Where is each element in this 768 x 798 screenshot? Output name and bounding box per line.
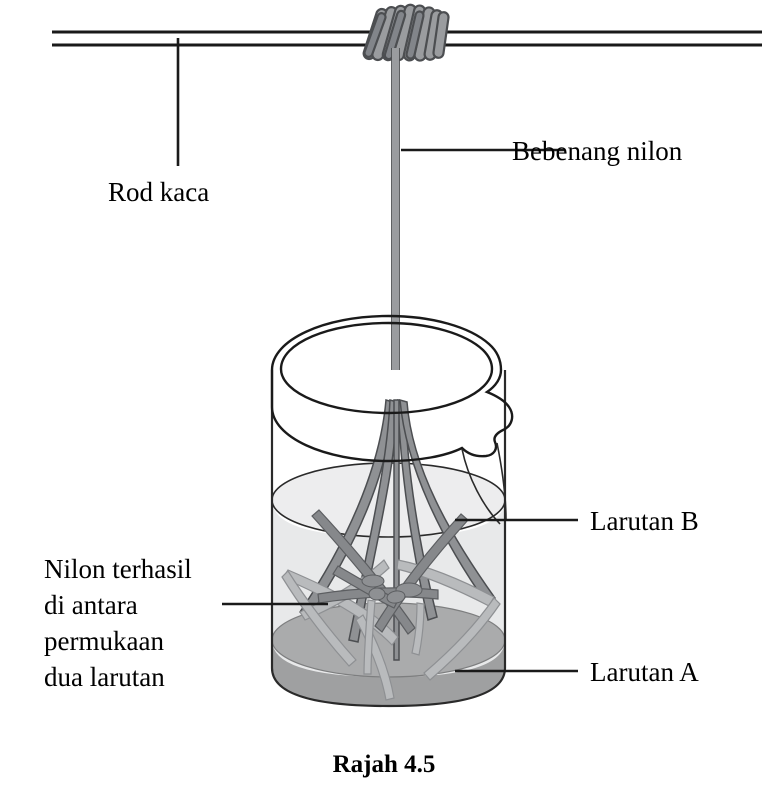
label-larutan-a: Larutan A: [590, 657, 699, 687]
web-strand-1: [282, 569, 399, 646]
spout-edge-right: [496, 442, 507, 521]
label-nilon-terhasil-line-1: Nilon terhasil: [44, 554, 192, 584]
label-nilon-terhasil-line-2: di antara: [44, 590, 138, 620]
label-nilon-terhasil-line-4: dua larutan: [44, 662, 165, 692]
spout-edge-left: [461, 448, 501, 525]
nylon-blob-1: [361, 574, 385, 588]
nylon-blob-3: [386, 590, 406, 604]
thread-body: [392, 48, 399, 400]
beaker-spout: [461, 442, 507, 525]
label-bebenang-nilon: Bebenang nilon: [512, 136, 683, 166]
strand-fan-right-inner: [397, 398, 438, 621]
leader-lines: [176, 38, 578, 673]
beaker: [270, 314, 514, 708]
label-rod-kaca: Rod kaca: [108, 177, 209, 207]
droop-strand-2: [411, 602, 425, 656]
beaker-base: [270, 667, 507, 708]
droop-strand-1: [363, 599, 376, 675]
nylon-blob-4: [368, 587, 386, 601]
figure-caption: Rajah 4.5: [333, 751, 436, 778]
thread-coil-group: [362, 3, 450, 62]
nylon-thread-vertical: [391, 48, 400, 400]
beaker-rim-outer: [270, 314, 514, 463]
nylon-strands-in-liquid: [281, 398, 501, 701]
label-larutan-b: Larutan B: [590, 506, 699, 536]
beaker-rim: [270, 314, 514, 463]
label-nilon-terhasil: Nilon terhasil di antara permukaan dua l…: [44, 554, 192, 692]
web-strand-5: [423, 597, 501, 681]
label-nilon-terhasil-line-3: permukaan: [44, 626, 164, 656]
solution-a-body: [272, 640, 505, 706]
beaker-rim-inner: [279, 321, 494, 415]
web-strand-3: [281, 570, 357, 667]
